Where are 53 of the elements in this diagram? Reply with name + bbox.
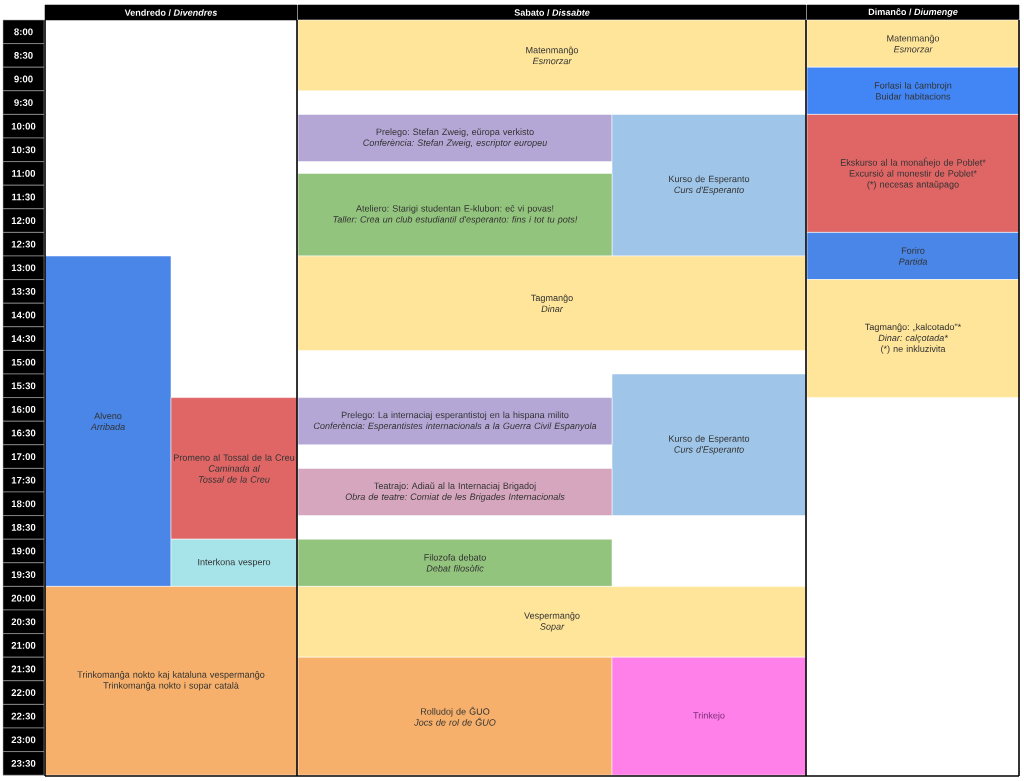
time-cell: 19:00 — [2, 538, 45, 564]
event-box: Prelego: La internaciaj esperantistoj en la hispana milito Conferència: Esperantistes internacionals a la Guerra Civil Espanyola — [297, 397, 613, 446]
event-box: Kurso de Esperanto Curs d'Esperanto — [611, 373, 807, 516]
time-cell: 16:00 — [2, 397, 45, 422]
time-cell: 13:30 — [2, 279, 45, 304]
event-box: Vespermanĝo Sopar — [297, 586, 807, 658]
time-cell: 11:00 — [2, 161, 45, 186]
event-box: Tagmanĝo Dinar — [297, 255, 807, 351]
event-box: Promeno al Tossal de la Creu Caminada al Tossal de la Creu — [170, 397, 298, 540]
event-box: Filozofa debato Debat filosòfic — [297, 538, 613, 587]
event-box: Tagmanĝo: „kalcotado"* Dinar: calçotada* (*) ne inkluzivita — [806, 279, 1020, 398]
event-box: Kurso de Esperanto Curs d'Esperanto — [611, 114, 807, 257]
event-box: Ekskurso al la monaĥejo de Poblet* Excursió al monestir de Poblet* (*) necesas antaŭpago — [806, 114, 1020, 233]
event-box: Prelego: Stefan Zweig, eŭropa verkisto Conferència: Stefan Zweig, escriptor europeu — [297, 114, 613, 162]
event-box: Ateliero: Starigi studentan E-klubon: eĉ vi povas! Taller: Crea un club estudiantil d'esperanto: fins i tot tu pots! — [297, 173, 613, 257]
event-box: Teatrajo: Adiaŭ al la Internaciaj Brigadoj Obra de teatre: Comiat de les Brigades Internacionals — [297, 468, 613, 516]
time-cell: 18:00 — [2, 491, 45, 516]
time-cell: 17:00 — [2, 444, 45, 469]
time-cell: 15:30 — [2, 373, 45, 398]
event-box: Matenmanĝo Esmorzar — [806, 19, 1020, 68]
time-cell: 13:00 — [2, 255, 45, 280]
time-cell: 20:30 — [2, 609, 45, 634]
time-cell: 22:30 — [2, 704, 45, 729]
time-cell: 12:30 — [2, 232, 45, 257]
time-cell: 10:30 — [2, 137, 45, 162]
event-box: Trinkejo — [611, 656, 807, 776]
time-cell: 14:00 — [2, 302, 45, 328]
time-cell: 14:30 — [2, 326, 45, 351]
time-cell: 21:00 — [2, 633, 45, 658]
time-cell: 23:00 — [2, 727, 45, 752]
time-cell: 12:00 — [2, 208, 45, 233]
day-header: Vendredo / Divendres — [44, 4, 298, 21]
time-cell: 8:30 — [2, 43, 45, 68]
time-cell: 11:30 — [2, 184, 45, 210]
time-cell: 9:30 — [2, 90, 45, 115]
event-box: Forlasi la ĉambrojn Buidar habitacions — [806, 66, 1020, 115]
time-cell: 19:30 — [2, 562, 45, 587]
time-cell: 21:30 — [2, 656, 45, 682]
time-cell: 16:30 — [2, 420, 45, 446]
time-cell: 20:00 — [2, 586, 45, 611]
event-box: Interkona vespero — [170, 538, 298, 587]
time-cell: 8:00 — [2, 19, 45, 44]
time-cell: 18:30 — [2, 515, 45, 540]
event-box: Alveno Arribada — [44, 255, 172, 587]
time-cell: 23:30 — [2, 751, 45, 776]
time-cell: 22:00 — [2, 680, 45, 705]
time-cell: 15:00 — [2, 350, 45, 375]
time-cell: 10:00 — [2, 114, 45, 139]
time-cell: 9:00 — [2, 66, 45, 92]
event-box: Foriro Partida — [806, 232, 1020, 280]
event-box: Trinkomanĝa nokto kaj kataluna vespermanĝo Trinkomanĝa nokto i sopar català — [44, 586, 298, 776]
event-box: Rolludoj de ĜUO Jocs de rol de ĜUO — [297, 656, 613, 776]
time-cell: 17:30 — [2, 468, 45, 493]
